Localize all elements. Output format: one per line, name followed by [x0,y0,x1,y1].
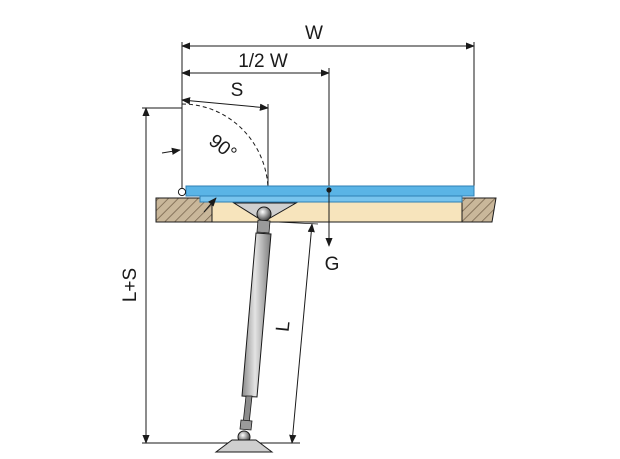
upper-ball-joint [256,206,272,222]
angle-arc [181,103,269,189]
lid-lower-panel [199,195,463,203]
label-s: S [231,80,244,101]
label-g: G [325,254,340,275]
label-angle: 90° [205,131,241,165]
gas-spring-end-fitting-bottom [239,419,253,431]
extension-lines [142,42,475,444]
dimension-l-line [289,223,315,444]
label-half-w: 1/2 W [238,51,288,72]
dimension-s-line [181,97,269,111]
angle-indicator-top [161,147,181,155]
label-w: W [305,23,323,44]
gas-spring-piston-rod [242,395,253,425]
gas-spring-cylinder [241,232,272,398]
label-l-plus-s: L+S [120,268,141,302]
gas-spring [239,219,272,431]
gas-spring-end-fitting-top [256,219,271,234]
angle-indicator-bottom [203,197,217,213]
right-wall-section [461,197,497,223]
label-l: L [273,320,295,333]
hinge-pivot [177,187,187,197]
lower-mounting-bracket [214,439,274,453]
